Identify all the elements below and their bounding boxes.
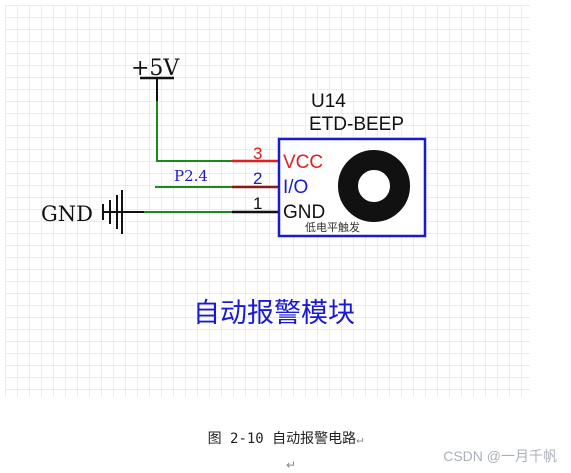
trigger-note: 低电平触发 [305,220,360,234]
module-title: 自动报警模块 [193,298,355,329]
figure-caption: 图 2-10 自动报警电路↵ [0,428,571,448]
vcc-wire [156,101,232,162]
pin-2-name: I/O [283,177,308,198]
pin-1-name: GND [283,202,325,223]
return-mark-icon: ↵ [356,432,364,446]
schematic-grid [5,5,530,397]
component-ref: U14 [311,91,346,112]
pin-2-number: 2 [253,169,262,188]
buzzer-icon [338,150,410,222]
signal-label: P2.4 [174,167,208,185]
csdn-watermark: CSDN @一月千帆 [443,448,557,464]
caption-text: 图 2-10 自动报警电路 [207,431,357,447]
ground-label: GND [41,202,93,226]
paragraph-return-icon: ↵ [286,458,297,472]
pin-3-name: VCC [283,152,323,173]
pin-1-number: 1 [253,194,262,213]
component-part: ETD-BEEP [309,114,404,135]
pin-3-number: 3 [253,144,262,163]
